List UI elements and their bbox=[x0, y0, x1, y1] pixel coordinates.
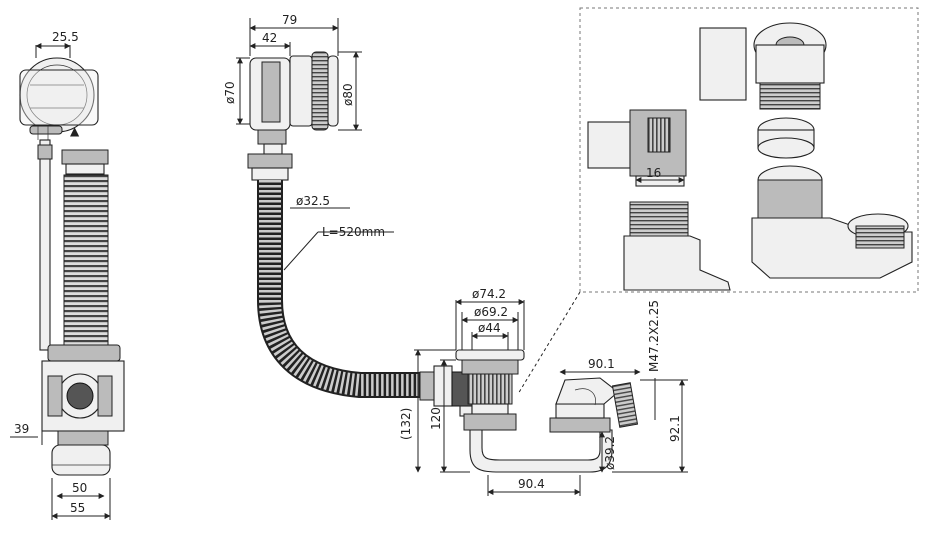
dim-39: 39 bbox=[14, 422, 29, 436]
front-hose bbox=[63, 174, 109, 346]
dim-hose-dia: ø32.5 bbox=[296, 194, 330, 208]
dim-79: 79 bbox=[282, 13, 297, 27]
front-view: ▲ 25.5 39 50 55 bbox=[10, 30, 125, 520]
dim-o80: ø80 bbox=[341, 83, 355, 106]
dim-90-1: 90.1 bbox=[588, 357, 615, 371]
dim-132: (132) bbox=[399, 408, 413, 440]
dim-16: 16 bbox=[646, 166, 661, 180]
dim-90-4: 90.4 bbox=[518, 477, 545, 491]
dim-25-5: 25.5 bbox=[52, 30, 79, 44]
dim-o70: ø70 bbox=[223, 81, 237, 104]
dim-o69-2: ø69.2 bbox=[474, 305, 508, 319]
dim-o74-2: ø74.2 bbox=[472, 287, 506, 301]
dim-thread: M47.2X2.25 bbox=[647, 300, 661, 372]
dim-hose-length: L=520mm bbox=[322, 225, 385, 239]
dim-92-1: 92.1 bbox=[668, 415, 682, 442]
trap-view: ø74.2 ø69.2 ø44 90.1 90.4 M47.2X2.25 92.… bbox=[399, 287, 688, 496]
dim-55: 55 bbox=[70, 501, 85, 515]
dim-o39-2: ø39.2 bbox=[603, 436, 617, 470]
detail-box: 16 bbox=[517, 7, 919, 395]
dim-o44: ø44 bbox=[478, 321, 501, 335]
svg-text:▲: ▲ bbox=[70, 124, 80, 138]
dim-120: 120 bbox=[429, 407, 443, 430]
side-view: 79 42 ø70 ø80 ø32.5 L=520mm bbox=[223, 13, 420, 398]
dim-42: 42 bbox=[262, 31, 277, 45]
dim-50: 50 bbox=[72, 481, 87, 495]
